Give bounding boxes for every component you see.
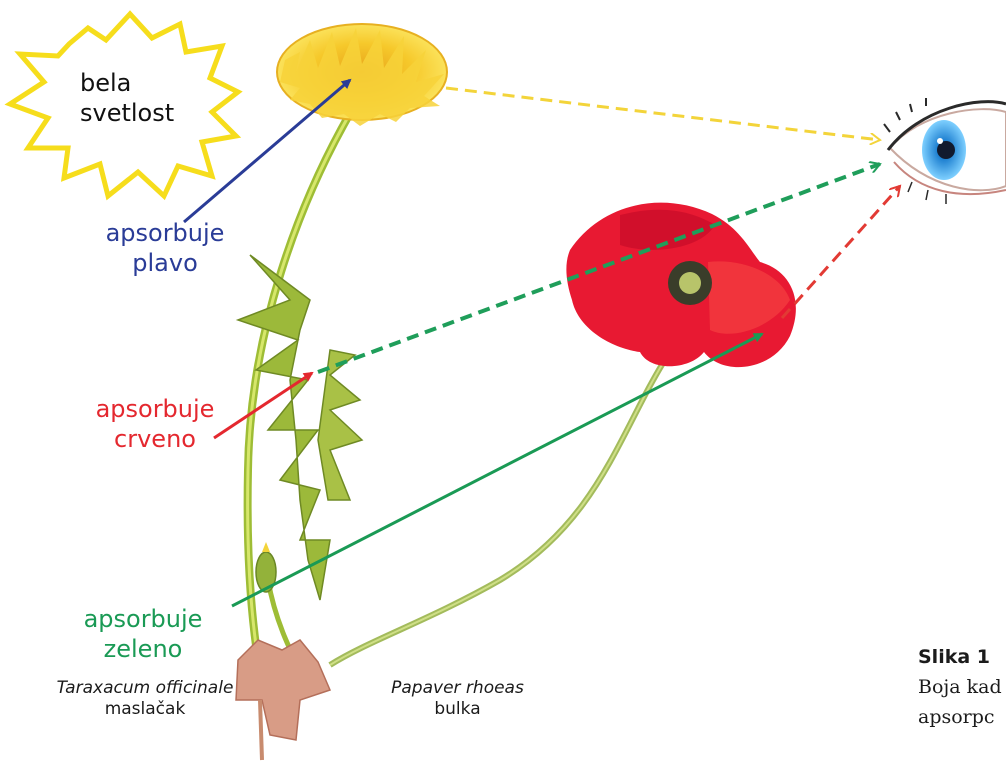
absorbs-red-line2: crveno bbox=[60, 424, 250, 454]
absorbs-blue-line1: apsorbuje bbox=[70, 218, 260, 248]
absorbs-green-line1: apsorbuje bbox=[58, 604, 228, 634]
absorbs-blue-line2: plavo bbox=[70, 248, 260, 278]
white-light-label: bela svetlost bbox=[80, 68, 200, 128]
absorbs-blue-label: apsorbuje plavo bbox=[70, 218, 260, 278]
eye-icon bbox=[884, 98, 1006, 204]
poppy-stem-icon bbox=[330, 355, 668, 665]
dandelion-flower-icon bbox=[277, 24, 447, 126]
poppy-flower-icon bbox=[566, 203, 796, 367]
dandelion-plant-icon bbox=[236, 110, 362, 760]
poppy-species-label: Papaver rhoeas bulka bbox=[365, 678, 550, 721]
poppy-latin-name: Papaver rhoeas bbox=[365, 678, 550, 699]
reflected-yellow-arrow bbox=[446, 88, 880, 140]
poppy-common-name: bulka bbox=[365, 699, 550, 720]
white-light-line2: svetlost bbox=[80, 98, 200, 128]
absorbs-green-line2: zeleno bbox=[58, 634, 228, 664]
absorbs-red-line1: apsorbuje bbox=[60, 394, 250, 424]
absorbs-green-label: apsorbuje zeleno bbox=[58, 604, 228, 664]
figure-caption: Slika 1 Boja kad apsorpc bbox=[918, 646, 1006, 728]
dandelion-species-label: Taraxacum officinale maslačak bbox=[30, 678, 260, 721]
reflected-red-arrow bbox=[782, 186, 900, 318]
dandelion-latin-name: Taraxacum officinale bbox=[30, 678, 260, 699]
figure-caption-title: Slika 1 bbox=[918, 646, 1006, 668]
white-light-line1: bela bbox=[80, 68, 200, 98]
figure-caption-line2: apsorpc bbox=[918, 706, 1006, 728]
absorbs-red-label: apsorbuje crveno bbox=[60, 394, 250, 454]
dandelion-common-name: maslačak bbox=[30, 699, 260, 720]
figure-caption-line1: Boja kad bbox=[918, 676, 1006, 698]
